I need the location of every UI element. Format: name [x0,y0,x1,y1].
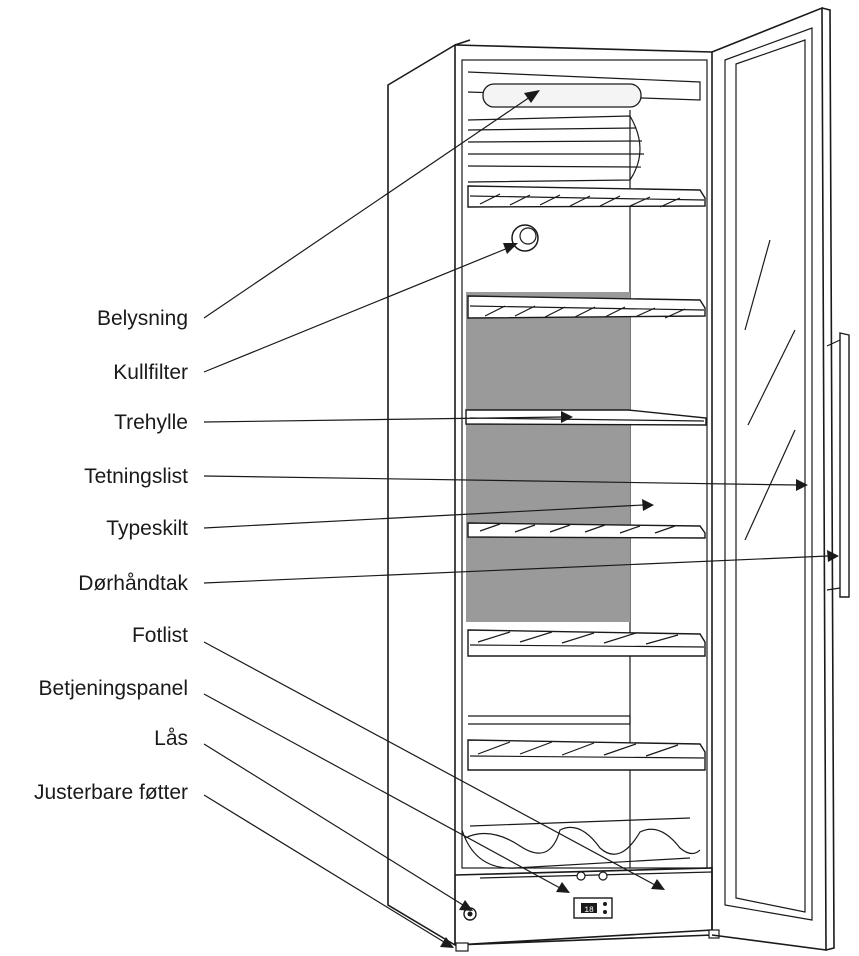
label-door-handle: Dørhåndtak [78,572,188,595]
bottom-rack [461,817,701,869]
label-lighting: Belysning [97,307,188,330]
label-control-panel: Betjeningspanel [39,677,188,700]
shelf-2 [467,295,706,319]
label-wood-shelf: Trehylle [114,411,188,434]
glass-door [711,6,835,951]
arrowhead-carbon-filter [503,243,518,254]
carbon-filter-knob [511,224,539,252]
arrowhead-rating-plate [642,499,654,511]
shelf-6 [467,715,706,771]
adjustable-foot-left [455,942,469,952]
label-rating-plate: Typeskilt [106,517,188,540]
label-door-seal: Tetningslist [84,465,188,488]
label-kick-plate: Fotlist [132,624,188,647]
shelf-4 [467,522,706,539]
display-readout: 18 [584,906,594,915]
fan-cover [467,115,644,183]
arrowhead-kick-plate [651,879,665,890]
shelf-5 [467,629,706,657]
arrowhead-door-seal [796,479,808,491]
kick-plate: 18 [454,867,720,952]
shelf-1 [467,185,706,208]
back-panel [466,292,630,622]
label-carbon-filter: Kullfilter [113,361,188,384]
arrowhead-control-panel [556,882,570,893]
arrowhead-lighting [524,90,540,103]
arrowhead-wood-shelf [561,411,573,423]
arrowhead-door-handle [827,550,839,562]
label-adjustable-feet: Justerbare føtter [34,781,188,804]
door-handle [826,332,850,598]
leader-lines [203,90,839,948]
arrowhead-lock [459,900,473,911]
labels: Belysning Kullfilter Trehylle Tetningsli… [34,307,189,804]
adjustable-foot-right [708,929,720,939]
lighting-tube [467,71,701,108]
wood-shelf [465,409,707,426]
label-lock: Lås [154,727,188,750]
arrowhead-adjustable-feet [440,937,454,948]
